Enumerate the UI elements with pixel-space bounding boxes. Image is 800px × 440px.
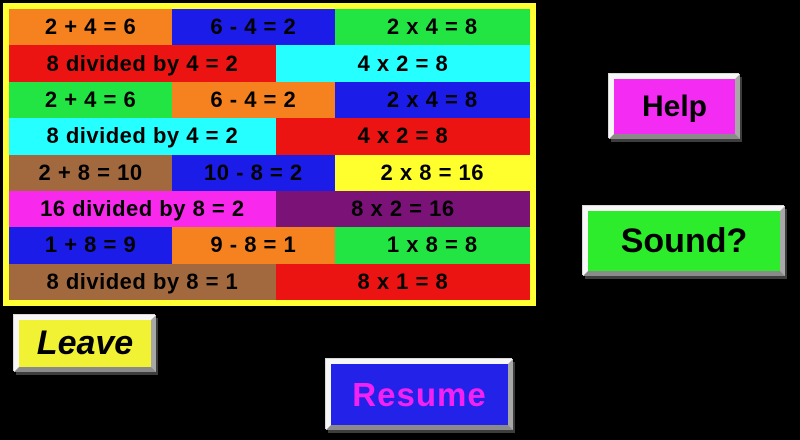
equation-cell[interactable]: 4 x 2 = 8: [275, 45, 530, 82]
resume-button[interactable]: Resume: [326, 359, 513, 430]
equation-cell[interactable]: 8 x 1 = 8: [275, 263, 530, 300]
equation-cell[interactable]: 2 x 8 = 16: [334, 154, 530, 191]
equation-cell[interactable]: 9 - 8 = 1: [172, 227, 335, 264]
equation-cell[interactable]: 10 - 8 = 2: [172, 154, 335, 191]
equation-cell[interactable]: 2 + 4 = 6: [9, 81, 173, 119]
equation-cell[interactable]: 2 + 4 = 6: [9, 9, 173, 46]
equation-cell[interactable]: 4 x 2 = 8: [275, 118, 530, 155]
equation-cell[interactable]: 1 x 8 = 8: [334, 227, 530, 264]
equation-cell[interactable]: 2 + 8 = 10: [9, 154, 173, 191]
help-button[interactable]: Help: [609, 74, 740, 139]
equation-cell[interactable]: 8 divided by 4 = 2: [9, 118, 276, 155]
leave-button[interactable]: Leave: [14, 315, 156, 372]
equation-cell[interactable]: 2 x 4 = 8: [334, 9, 530, 46]
equation-cell[interactable]: 8 x 2 = 16: [275, 190, 530, 228]
equation-cell[interactable]: 16 divided by 8 = 2: [9, 190, 276, 228]
sound-toggle-button[interactable]: Sound?: [583, 206, 785, 276]
equation-cell[interactable]: 8 divided by 4 = 2: [9, 45, 276, 82]
equation-cell[interactable]: 8 divided by 8 = 1: [9, 263, 276, 300]
equation-cell[interactable]: 2 x 4 = 8: [334, 81, 530, 119]
equation-cell[interactable]: 1 + 8 = 9: [9, 227, 173, 264]
equation-cell[interactable]: 6 - 4 = 2: [172, 81, 335, 119]
equation-cell[interactable]: 6 - 4 = 2: [172, 9, 335, 46]
